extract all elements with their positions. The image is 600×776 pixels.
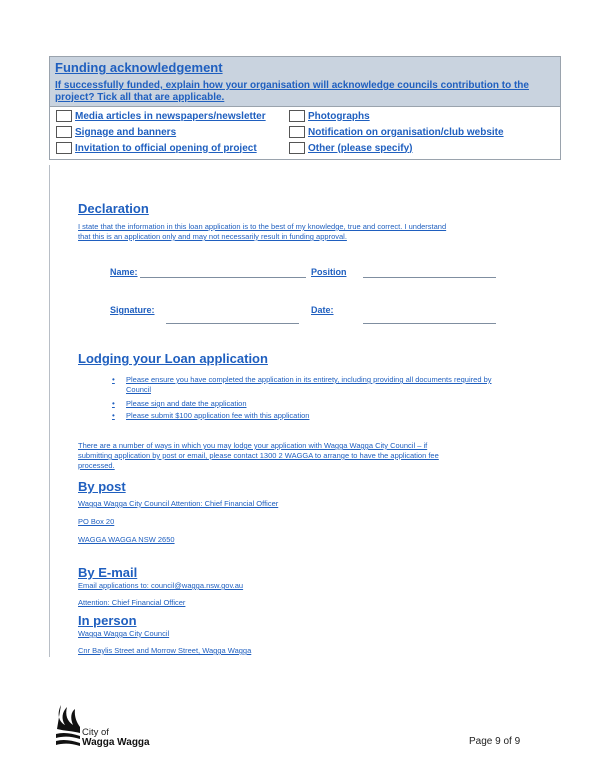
by-post-heading: By post (78, 479, 126, 494)
lodging-heading: Lodging your Loan application (78, 351, 268, 366)
email-line2: Attention: Chief Financial Officer (78, 598, 186, 607)
by-email-heading: By E-mail (78, 565, 138, 580)
signature-label: Signature: (110, 305, 155, 315)
name-field[interactable] (140, 277, 306, 278)
bullet-text: Please submit $100 application fee with … (126, 411, 310, 420)
option-label: Invitation to official opening of projec… (75, 142, 257, 154)
date-label: Date: (311, 305, 334, 315)
option-label: Signage and banners (75, 126, 177, 138)
date-field[interactable] (363, 323, 496, 324)
declaration-text-line2: that this is an application only and may… (78, 232, 347, 241)
declaration-heading: Declaration (78, 201, 149, 216)
left-margin-rule (49, 165, 50, 657)
funding-options: Media articles in newspapers/newsletter … (50, 107, 560, 159)
option-official-opening[interactable]: Invitation to official opening of projec… (56, 142, 257, 154)
option-media-articles[interactable]: Media articles in newspapers/newsletter (56, 110, 266, 122)
checkbox[interactable] (56, 110, 72, 122)
funding-table-header: Funding acknowledgement If successfully … (50, 57, 560, 107)
funding-title: Funding acknowledgement (55, 60, 223, 75)
option-signage-banners[interactable]: Signage and banners (56, 126, 176, 138)
declaration-text-line1: I state that the information in this loa… (78, 222, 447, 231)
bullet-icon: • (112, 399, 115, 408)
funding-instruction: If successfully funded, explain how your… (55, 80, 529, 103)
checkbox[interactable] (289, 110, 305, 122)
checkbox[interactable] (289, 126, 305, 138)
post-line1: Wagga Wagga City Council Attention: Chie… (78, 499, 279, 508)
lodging-bullet: • Please sign and date the application (112, 399, 512, 409)
bullet-icon: • (112, 411, 115, 420)
in-person-heading: In person (78, 613, 137, 628)
option-label: Media articles in newspapers/newsletter (75, 110, 266, 122)
lodging-bullet: • Please ensure you have completed the a… (112, 375, 512, 395)
lodging-paragraph-line3: processed. (78, 461, 115, 470)
lodging-bullet: • Please submit $100 application fee wit… (112, 411, 512, 421)
person-line2: Cnr Baylis Street and Morrow Street, Wag… (78, 646, 252, 655)
checkbox[interactable] (289, 142, 305, 154)
email-line1[interactable]: Email applications to: council@wagga.nsw… (78, 581, 244, 590)
lodging-paragraph-line2: submitting application by post or email,… (78, 451, 439, 460)
funding-acknowledgement-table: Funding acknowledgement If successfully … (49, 56, 561, 160)
option-other[interactable]: Other (please specify) (289, 142, 412, 154)
option-label: Notification on organisation/club websit… (308, 126, 504, 138)
bullet-icon: • (112, 375, 115, 384)
option-photographs[interactable]: Photographs (289, 110, 370, 122)
checkbox[interactable] (56, 126, 72, 138)
post-line2: PO Box 20 (78, 517, 115, 526)
person-line1: Wagga Wagga City Council (78, 629, 170, 638)
position-label: Position (311, 267, 347, 277)
page-number: Page 9 of 9 (469, 736, 521, 747)
city-logo-icon (55, 703, 81, 752)
option-label: Other (please specify) (308, 142, 413, 154)
signature-field[interactable] (166, 323, 299, 324)
post-line3: WAGGA WAGGA NSW 2650 (78, 535, 175, 544)
logo-text-line1: City of (82, 727, 109, 738)
option-label: Photographs (308, 110, 370, 122)
option-website-notification[interactable]: Notification on organisation/club websit… (289, 126, 504, 138)
lodging-paragraph-line1: There are a number of ways in which you … (78, 441, 428, 450)
name-label: Name: (110, 267, 138, 277)
bullet-text: Please sign and date the application (126, 399, 247, 408)
bullet-text: Please ensure you have completed the app… (126, 375, 492, 394)
position-field[interactable] (363, 277, 496, 278)
logo-text-line2: Wagga Wagga (82, 737, 150, 748)
checkbox[interactable] (56, 142, 72, 154)
